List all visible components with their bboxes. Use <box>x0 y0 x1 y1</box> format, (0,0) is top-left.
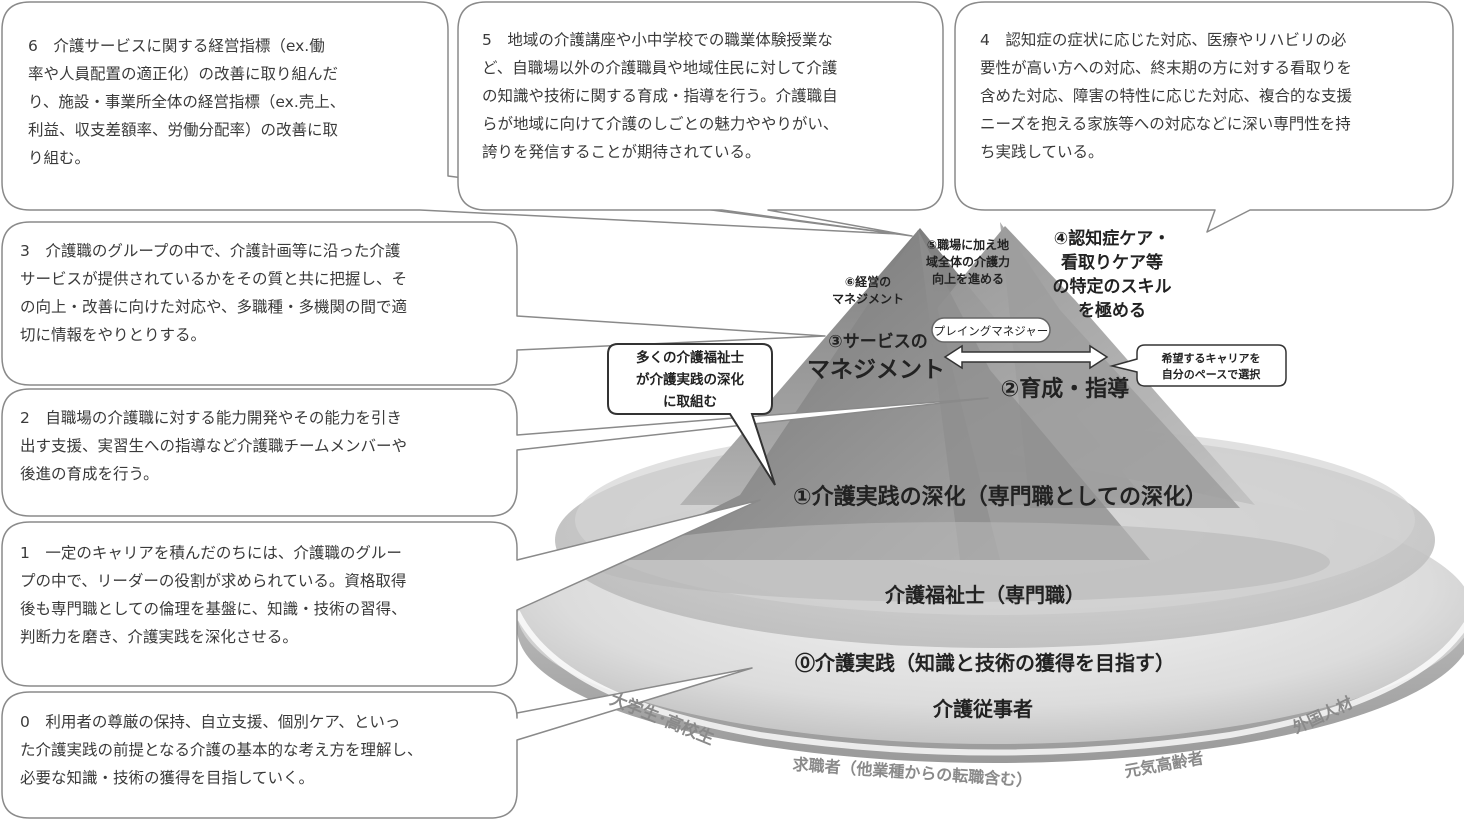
peak4-line2: 看取りケア等 <box>1060 252 1163 273</box>
practice-label: ⓪介護実践（知識と技術の獲得を目指す） <box>795 651 1175 675</box>
peak5-line2: 域全体の介護力 <box>926 254 1010 269</box>
callout-5-text: 5 地域の介護講座や小中学校での職業体験授業な ど、自職場以外の介護職員や地域住… <box>482 31 839 161</box>
peak5-line1: ⑤職場に加え地 <box>927 237 1009 252</box>
callout-1-bubble <box>1 499 761 687</box>
service-mgmt-line2: マネジメント <box>807 357 945 383</box>
callout-4-text: 4 認知症の症状に応じた対応、医療やリハビリの必 要性が高い方への対応、終末期の… <box>980 31 1353 161</box>
playing-manager-box: プレイングマネジャー <box>931 317 1051 343</box>
career-choice-box: 希望するキャリアを 自分のペースで選択 <box>1109 344 1287 387</box>
service-mgmt-line1: ③サービスの <box>828 332 927 352</box>
many-certified-line1: 多くの介護福祉士 <box>636 349 744 366</box>
peak4-line1: ④認知症ケア・ <box>1054 228 1170 249</box>
callout-0-bubble <box>1 667 753 819</box>
callout-4-bubble <box>954 1 1454 233</box>
playing-manager-label: プレイングマネジャー <box>934 324 1048 338</box>
callout-3-text: 3 介護職のグループの中で、介護計画等に沿った介護 サービスが提供されているかを… <box>20 242 408 344</box>
callout-6-text: 6 介護サービスに関する経営指標（ex.働 率や人員配置の適正化）の改善に取り組… <box>28 37 346 167</box>
double-arrow <box>943 344 1109 370</box>
certified-label: 介護福祉士（専門職） <box>884 583 1085 607</box>
callout-0-text: 0 利用者の尊厳の保持、自立支援、個別ケア、といっ た介護実践の前提となる介護の… <box>20 713 423 787</box>
worker-label: 介護従事者 <box>932 697 1033 721</box>
training-label: ②育成・指導 <box>1001 376 1130 402</box>
peak4-line3: の特定のスキル <box>1053 276 1172 297</box>
career-choice-line2: 自分のペースで選択 <box>1162 367 1261 381</box>
callout-2-text: 2 自職場の介護職に対する能力開発やその能力を引き 出す支援、実習生への指導など… <box>20 409 408 483</box>
many-certified-box: 多くの介護福祉士 が介護実践の深化 に取組む <box>607 343 776 486</box>
callout-5-bubble <box>457 1 944 237</box>
callout-6-bubble <box>1 1 899 235</box>
peak6-line2: マネジメント <box>832 292 904 306</box>
career-choice-line1: 希望するキャリアを <box>1161 351 1261 365</box>
many-certified-line2: が介護実践の深化 <box>636 371 744 388</box>
peak6-line1: ⑥経営の <box>845 274 891 289</box>
many-certified-line3: に取組む <box>663 393 717 410</box>
mountains <box>590 222 1330 602</box>
deepening-label: ①介護実践の深化（専門職としての深化） <box>793 484 1207 510</box>
peak5-line3: 向上を進める <box>932 271 1004 286</box>
callout-1-text: 1 一定のキャリアを積んだのちには、介護職のグルー プの中で、リーダーの役割が求… <box>20 544 407 646</box>
peak4-line4: を極める <box>1078 300 1146 321</box>
